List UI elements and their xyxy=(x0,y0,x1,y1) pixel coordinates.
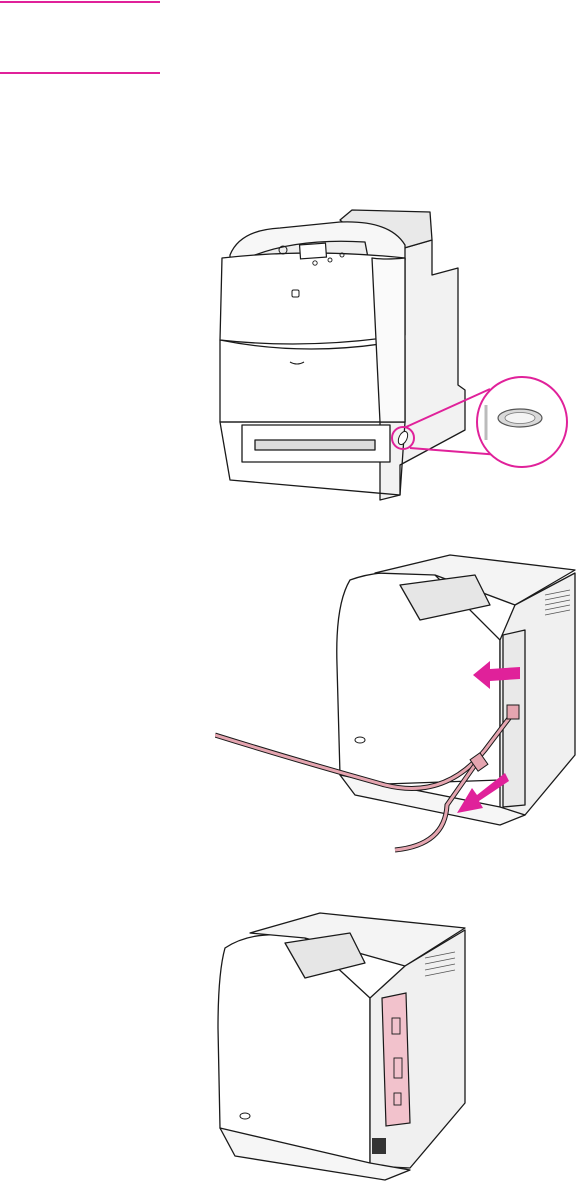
printer-rear-board-illustration xyxy=(210,898,480,1181)
printer-rear-cables-illustration xyxy=(215,545,578,860)
header-rule-top xyxy=(0,1,160,3)
printer-front-illustration xyxy=(200,200,578,505)
header-rule-bottom xyxy=(0,72,160,74)
